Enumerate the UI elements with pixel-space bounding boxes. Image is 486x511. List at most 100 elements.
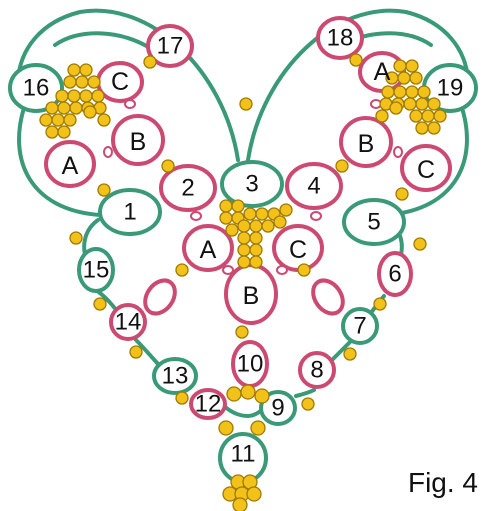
bead — [389, 101, 403, 115]
bead — [349, 53, 363, 67]
ring-18 — [316, 16, 364, 60]
right-motif-b — [339, 116, 393, 168]
bead — [254, 388, 270, 404]
ring-label-7: 7 — [353, 313, 366, 340]
bead — [219, 199, 233, 213]
bead — [67, 63, 81, 77]
bead — [237, 243, 251, 257]
left-motif-a — [44, 140, 96, 188]
bead — [395, 187, 409, 201]
center-motif-label-c: C — [289, 236, 307, 264]
bead — [91, 89, 105, 103]
bead — [409, 109, 423, 123]
bead — [250, 420, 266, 436]
ring-label-10: 10 — [237, 351, 264, 378]
ring-9 — [259, 390, 297, 426]
right-motif-label-b: B — [358, 130, 375, 158]
ring-13 — [152, 357, 198, 395]
ring-3 — [220, 160, 284, 208]
center-motif-a — [182, 224, 234, 272]
bead — [381, 85, 395, 99]
right-motif-label-a: A — [374, 58, 391, 86]
ring-label-4: 4 — [307, 173, 320, 200]
ring-label-17: 17 — [157, 33, 184, 60]
bead — [415, 121, 429, 135]
chain-upper-left — [16, 8, 240, 162]
chain-right-outer — [384, 106, 469, 217]
bead — [255, 207, 269, 221]
small-loop-right — [311, 278, 345, 316]
bead — [405, 59, 419, 73]
bead — [249, 231, 263, 245]
bead — [393, 85, 407, 99]
bead — [45, 125, 59, 139]
bead — [129, 345, 143, 359]
bead — [87, 75, 101, 89]
bead — [63, 113, 77, 127]
chain-upper-right — [246, 8, 470, 162]
bead — [417, 85, 431, 99]
bead — [239, 97, 253, 111]
ring-label-3: 3 — [245, 171, 258, 198]
bead — [261, 219, 275, 233]
bead — [237, 231, 251, 245]
bead — [143, 55, 157, 69]
ring-label-15: 15 — [83, 257, 110, 284]
beads — [39, 53, 447, 511]
chain-upper-left-inner — [53, 31, 152, 50]
bead — [237, 255, 251, 269]
bead — [232, 497, 248, 511]
bead — [235, 325, 249, 339]
bead — [243, 207, 257, 221]
bead — [97, 183, 111, 197]
ring-4 — [285, 162, 343, 210]
right-motif-label-c: C — [417, 156, 435, 184]
bead — [69, 231, 83, 245]
ring-labels: 1 2 3 4 5 6 7 8 9 10 11 12 13 14 15 16 1… — [23, 25, 464, 468]
bead — [67, 89, 81, 103]
pink-rings — [44, 16, 452, 420]
bead — [161, 159, 175, 173]
ring-12 — [189, 388, 227, 420]
ring-label-9: 9 — [271, 395, 284, 422]
bead — [175, 263, 189, 277]
ring-label-11: 11 — [231, 441, 256, 468]
bead — [413, 237, 427, 251]
bead — [57, 101, 71, 115]
ring-5 — [342, 198, 406, 246]
bead — [55, 89, 69, 103]
ring-16 — [8, 63, 64, 113]
bead — [79, 89, 93, 103]
center-motif-label-b: B — [243, 282, 260, 310]
bead — [219, 211, 233, 225]
bead — [240, 384, 256, 400]
ring-label-13: 13 — [162, 363, 189, 390]
bead — [249, 243, 263, 257]
chain-left-outer — [17, 106, 102, 217]
bead — [45, 101, 59, 115]
bead — [405, 85, 419, 99]
bead — [175, 391, 189, 405]
bead — [393, 59, 407, 73]
bead — [93, 297, 107, 311]
bead — [301, 397, 315, 411]
ring-8 — [298, 351, 336, 389]
bead — [403, 97, 417, 111]
ring-14 — [109, 303, 147, 341]
bead — [297, 263, 311, 277]
chain-bottom-2 — [294, 388, 316, 398]
bead — [51, 113, 65, 127]
bead — [83, 105, 97, 119]
bead — [39, 113, 53, 127]
ring-label-6: 6 — [388, 261, 401, 288]
bead — [385, 71, 399, 85]
bead — [249, 219, 263, 233]
bead — [335, 159, 349, 173]
bead — [57, 125, 71, 139]
bead — [237, 219, 251, 233]
bead — [375, 109, 389, 123]
bead — [273, 215, 287, 229]
ring-1 — [98, 188, 162, 236]
bead — [415, 97, 429, 111]
